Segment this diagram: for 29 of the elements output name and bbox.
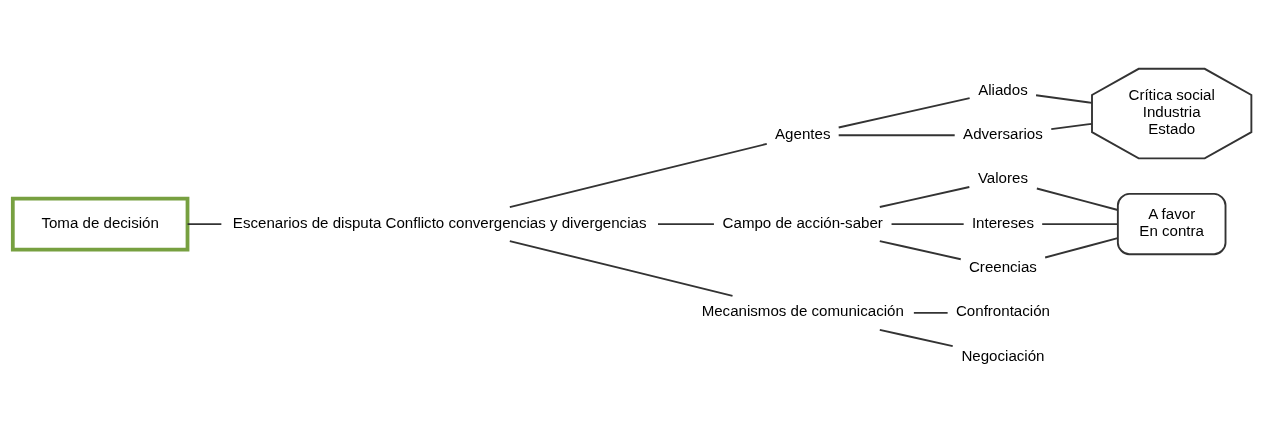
- connector: [657, 223, 715, 225]
- node-text: Intereses: [971, 213, 1034, 231]
- node-text: Mecanismos de comunicación: [701, 302, 904, 320]
- connector: [1035, 187, 1119, 211]
- node-text: Escenarios de disputa Conflicto convergencias y divergencias: [232, 213, 647, 231]
- node-text: Campo de acción-saber: [722, 213, 883, 231]
- node-text: Confrontación: [955, 302, 1050, 320]
- connector: [878, 328, 954, 348]
- connector: [1041, 223, 1119, 225]
- connector: [1035, 94, 1093, 104]
- connector: [1044, 237, 1119, 259]
- node-text: Agentes: [775, 124, 831, 142]
- node-text: Creencias: [968, 258, 1037, 276]
- connector: [508, 142, 768, 208]
- connector: [912, 311, 949, 314]
- node-text: Negociación: [961, 346, 1045, 364]
- connector: [837, 97, 971, 129]
- connector: [878, 186, 971, 208]
- connector: [1050, 122, 1093, 131]
- node-text: Valores: [977, 169, 1028, 187]
- connector: [186, 223, 223, 225]
- node-text: Aliados: [978, 80, 1028, 98]
- connector: [837, 134, 956, 137]
- connector: [508, 240, 734, 297]
- connector: [890, 223, 965, 225]
- node-box: A favor En contra: [1116, 192, 1227, 256]
- node-text: Adversarios: [963, 124, 1043, 142]
- node-box: Toma de decisión: [10, 196, 190, 252]
- connector: [878, 240, 962, 261]
